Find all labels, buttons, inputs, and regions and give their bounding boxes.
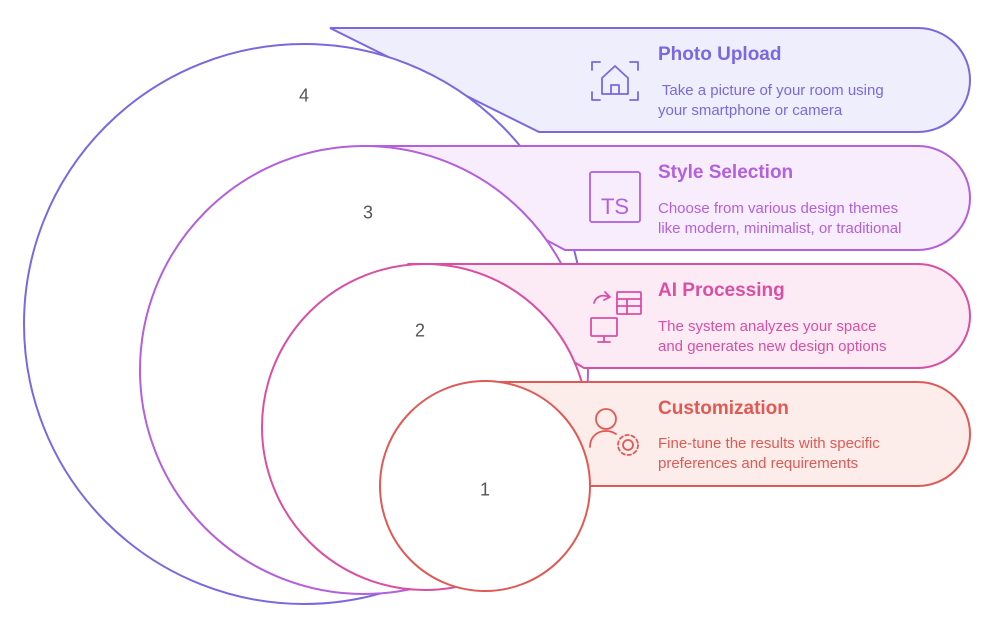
step-4-title: Photo Upload <box>658 44 782 65</box>
step-3-desc-line1: Choose from various design themes <box>658 200 899 217</box>
step-2-desc-line1: The system analyzes your space <box>658 318 877 335</box>
user-gear-icon <box>589 408 639 456</box>
step-4-desc-line1: Take a picture of your room using <box>658 82 884 99</box>
step-1-circle <box>379 380 591 592</box>
step-2-title: AI Processing <box>658 280 785 301</box>
step-1-number: 1 <box>479 479 491 500</box>
step-3-desc-line2: like modern, minimalist, or traditional <box>658 220 902 237</box>
step-4-desc-line2: your smartphone or camera <box>658 102 843 119</box>
monitor-table-sync-icon <box>590 291 642 343</box>
step-2-number: 2 <box>414 320 426 341</box>
house-scan-icon <box>591 61 639 101</box>
step-3-title: Style Selection <box>658 162 794 183</box>
step-1-desc-line2: preferences and requirements <box>658 455 859 472</box>
svg-text:TS: TS <box>601 194 629 219</box>
step-1-desc-line1: Fine-tune the results with specific <box>658 435 880 452</box>
step-3-number: 3 <box>362 202 374 223</box>
step-2-desc-line2: and generates new design options <box>658 338 887 355</box>
step-1-banner <box>477 381 971 487</box>
step-4-number: 4 <box>298 85 310 106</box>
step-4-banner <box>329 27 971 133</box>
step-1-title: Customization <box>658 398 789 419</box>
ts-box-icon: TS <box>589 171 641 223</box>
